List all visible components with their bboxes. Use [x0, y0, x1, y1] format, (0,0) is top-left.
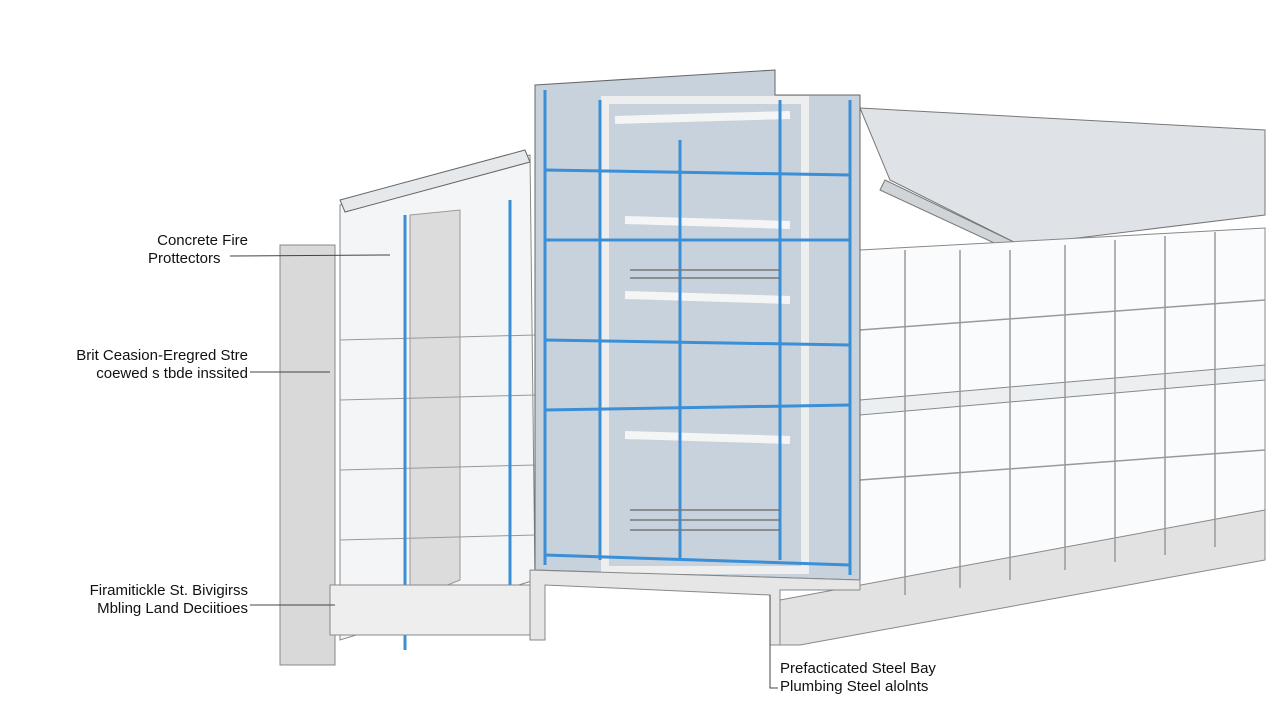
label-line: Concrete Fire: [157, 232, 248, 249]
concrete-wall: [279, 244, 336, 666]
label-firamitickle: Firamitickle St. Bivigirss Mbling Land D…: [20, 582, 248, 618]
label-line: Prefacticated Steel Bay: [780, 660, 936, 677]
label-line: coewed s tbde inssited: [96, 365, 248, 382]
label-line: Prottectors: [148, 250, 221, 267]
label-line: Firamitickle St. Bivigirss: [89, 582, 248, 599]
label-line: Mbling Land Deciitioes: [97, 600, 248, 617]
leader-lines: [229, 254, 778, 689]
label-line: Plumbing Steel alolnts: [780, 678, 929, 695]
label-line: Brit Ceasion-Eregred Stre: [76, 347, 248, 364]
right-wing: [779, 107, 1266, 646]
left-wing: [329, 149, 536, 650]
label-prefacticated-steel-bay: Prefacticated Steel Bay Plumbing Steel a…: [780, 660, 936, 696]
central-tower: [529, 69, 861, 646]
label-concrete-fire-protectors: Concrete Fire Prottectors: [100, 232, 248, 268]
label-ceasion-eregred: Brit Ceasion-Eregred Stre coewed s tbde …: [20, 347, 248, 383]
